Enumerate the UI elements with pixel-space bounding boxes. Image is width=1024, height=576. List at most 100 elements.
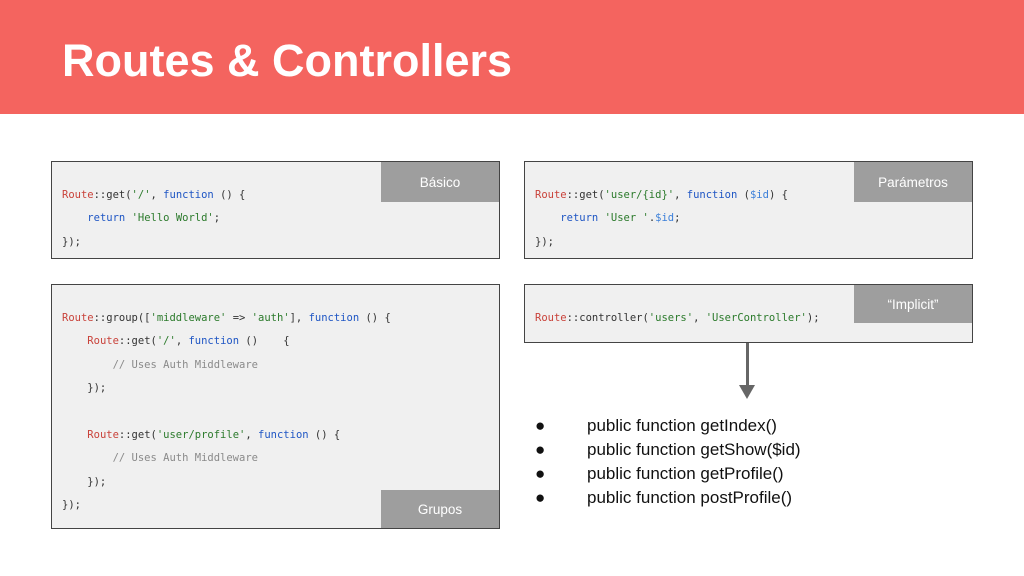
code-token: ::get(	[566, 189, 605, 201]
code-token: function	[686, 189, 738, 201]
code-token: 'middleware'	[150, 312, 227, 324]
code-token: 'user/profile'	[156, 428, 246, 441]
panel-tag: “Implicit”	[854, 285, 972, 323]
code-token: ,	[245, 428, 259, 441]
code-token: });	[62, 499, 81, 512]
code-line: return 'User '.$id;	[535, 207, 788, 230]
title-banner: Routes & Controllers	[0, 0, 1024, 114]
code-line	[62, 401, 391, 424]
bullet-icon: ●	[535, 416, 546, 435]
code-token: function	[308, 312, 360, 324]
code-block: Route::controller('users', 'UserControll…	[535, 307, 820, 330]
code-token	[62, 359, 113, 371]
code-token: 'user/{id}'	[604, 189, 675, 201]
code-token: ,	[175, 335, 189, 348]
list-item-label: public function getIndex()	[587, 416, 777, 435]
code-token: () {	[213, 189, 246, 201]
panel-tag: Básico	[381, 162, 499, 202]
code-token: });	[62, 235, 81, 248]
code-token	[62, 429, 87, 441]
code-token: Route	[535, 189, 567, 201]
code-line: return 'Hello World';	[62, 207, 245, 230]
code-token: 'Hello World'	[131, 212, 214, 225]
panel-tag: Grupos	[381, 490, 499, 528]
code-token: 'UserController'	[705, 312, 807, 324]
code-token: =>	[226, 312, 252, 324]
list-item-label: public function postProfile()	[587, 488, 793, 507]
code-token: ::group([	[93, 312, 151, 324]
code-line: Route::get('user/profile', function () {	[62, 424, 391, 447]
code-token: 'User '	[604, 212, 649, 225]
code-line: Route::get('user/{id}', function ($id) {	[535, 184, 788, 207]
code-token: ;	[213, 212, 221, 225]
code-token: ],	[289, 312, 309, 324]
bullet-icon: ●	[535, 464, 546, 483]
code-token: ,	[150, 189, 164, 201]
grupos-code-panel: Route::group(['middleware' => 'auth'], f…	[51, 284, 500, 529]
list-item: ● public function getIndex()	[535, 414, 801, 438]
list-item-label: public function getShow($id)	[587, 440, 801, 459]
code-token	[62, 452, 113, 464]
code-token: function	[258, 428, 309, 441]
arrow-down-icon	[739, 385, 755, 399]
code-token	[535, 212, 560, 224]
code-token: Route	[87, 428, 119, 441]
basico-code-panel: Route::get('/', function () { return 'He…	[51, 161, 500, 259]
code-token: ,	[693, 312, 706, 324]
code-token: ::controller(	[566, 312, 649, 324]
panel-tag: Parámetros	[854, 162, 972, 202]
code-line: });	[62, 231, 245, 254]
code-token: ;	[674, 212, 681, 225]
code-token: return	[87, 212, 126, 225]
code-token: function	[188, 335, 240, 348]
list-item: ●public function getProfile()	[535, 462, 801, 486]
code-token: ,	[674, 189, 687, 201]
code-token: });	[535, 235, 554, 248]
code-token: });	[62, 475, 107, 488]
code-line: Route::group(['middleware' => 'auth'], f…	[62, 307, 391, 330]
code-token	[62, 335, 87, 347]
parametros-code-panel: Route::get('user/{id}', function ($id) {…	[524, 161, 973, 259]
code-block: Route::get('/', function () { return 'He…	[62, 184, 245, 254]
code-token: $id	[749, 189, 769, 201]
code-token: .	[648, 212, 656, 225]
list-item: ● public function postProfile()	[535, 486, 801, 510]
code-token: Route	[87, 335, 119, 348]
code-token: return	[560, 212, 599, 225]
code-token: // Uses Auth Middleware	[112, 358, 258, 371]
code-token: Route	[62, 312, 94, 324]
method-list: ●public function getIndex() ●public func…	[535, 414, 801, 510]
code-token: (	[737, 189, 750, 201]
code-token: $id	[655, 212, 675, 225]
code-line: });	[535, 231, 788, 254]
code-token: 'users'	[648, 312, 694, 324]
code-token: () {	[239, 335, 290, 348]
code-token: Route	[535, 312, 567, 324]
code-token: 'auth'	[251, 312, 290, 324]
code-token: );	[806, 312, 820, 324]
slide-title: Routes & Controllers	[62, 35, 513, 86]
code-token: '/'	[156, 335, 176, 348]
arrow-shaft	[746, 343, 749, 387]
code-token: // Uses Auth Middleware	[112, 452, 258, 465]
code-token: });	[62, 382, 107, 395]
code-token: ) {	[768, 189, 788, 201]
bullet-icon: ●	[535, 488, 546, 507]
code-line: });	[62, 377, 391, 400]
code-token: () {	[359, 312, 391, 324]
code-token	[62, 212, 87, 224]
code-line: });	[62, 494, 391, 517]
bullet-icon: ●	[535, 440, 546, 459]
code-token: ::get(	[93, 189, 132, 201]
code-line: // Uses Auth Middleware	[62, 447, 391, 470]
code-block: Route::get('user/{id}', function ($id) {…	[535, 184, 788, 254]
code-line: Route::controller('users', 'UserControll…	[535, 307, 820, 330]
code-line: // Uses Auth Middleware	[62, 354, 391, 377]
code-line: Route::get('/', function () {	[62, 184, 245, 207]
code-token: ::get(	[118, 428, 157, 441]
code-line: });	[62, 471, 391, 494]
code-token: ::get(	[118, 335, 157, 348]
code-token: function	[163, 189, 214, 201]
code-token: () {	[308, 428, 341, 441]
list-item: ● public function getShow($id)	[535, 438, 801, 462]
